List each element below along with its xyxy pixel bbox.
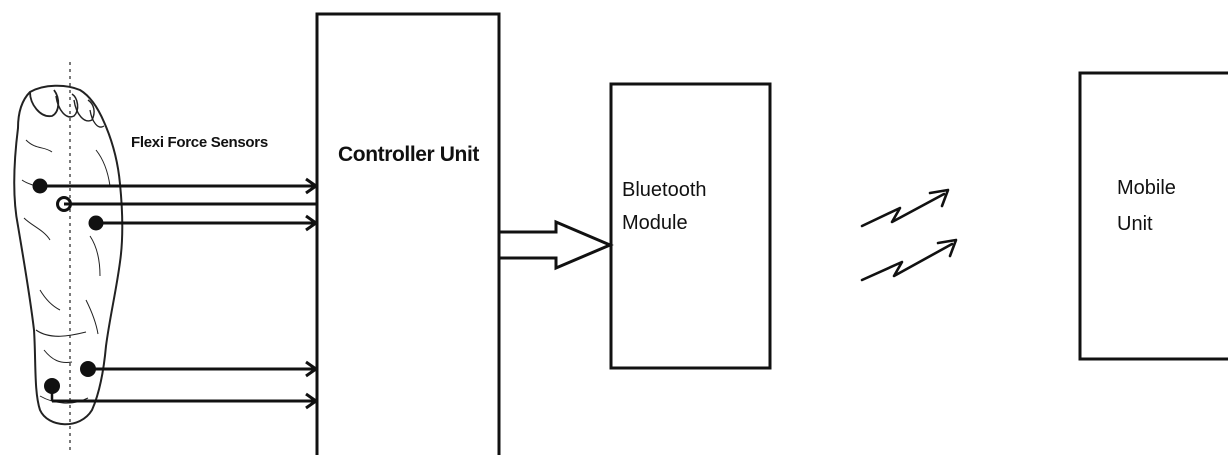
controller-unit-label: Controller Unit: [338, 143, 479, 167]
mobile-unit-label: Mobile Unit: [1117, 170, 1176, 242]
mobile-label-line2: Unit: [1117, 206, 1176, 242]
wireless-signal-icon: [862, 190, 956, 280]
mobile-label-line1: Mobile: [1117, 170, 1176, 206]
bluetooth-module-label: Bluetooth Module: [622, 174, 707, 240]
controller-unit-box: [317, 14, 499, 455]
sensors-label: Flexi Force Sensors: [131, 134, 268, 151]
foot-illustration: [14, 62, 122, 452]
bluetooth-label-line2: Module: [622, 207, 707, 240]
data-flow-arrow: [500, 222, 610, 268]
bluetooth-label-line1: Bluetooth: [622, 174, 707, 207]
